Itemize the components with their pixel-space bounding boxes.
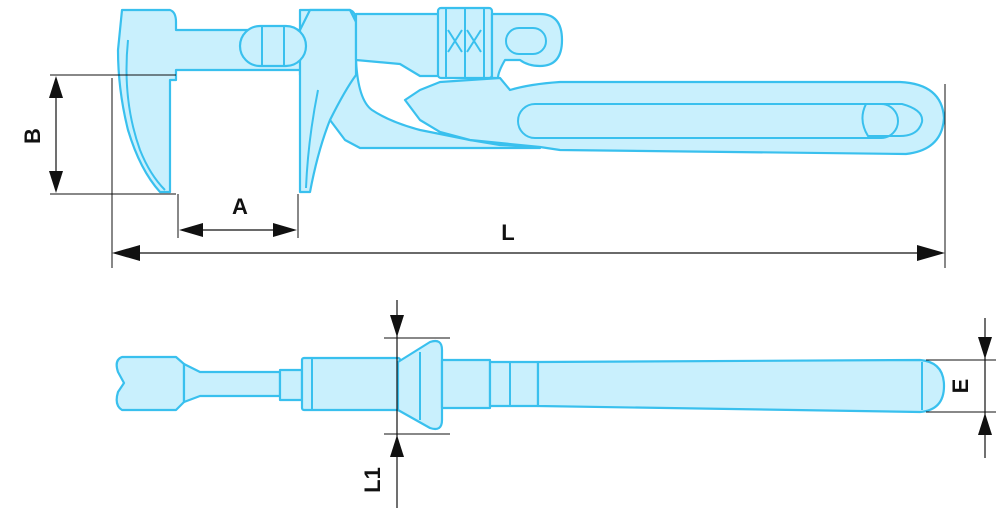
label-l1: L1	[360, 467, 385, 493]
label-l: L	[501, 220, 514, 245]
dimension-l: L	[111, 78, 946, 268]
handle-sleeve	[488, 360, 540, 408]
dimension-l1: L1	[360, 300, 450, 508]
hang-hole	[861, 103, 924, 137]
label-a: A	[232, 194, 248, 219]
dimension-e: E	[926, 318, 996, 458]
label-e: E	[948, 379, 973, 394]
handle-loop	[490, 12, 564, 80]
jaw-contour-line	[125, 39, 166, 191]
movable-jaw-contour-line	[305, 89, 319, 189]
body-section	[300, 356, 402, 412]
handle	[403, 76, 946, 156]
screw-barrel	[238, 24, 308, 68]
wrench-side-view	[116, 6, 946, 194]
wrench-top-view	[115, 339, 946, 431]
handle-groove	[517, 103, 899, 139]
adjusting-nut	[436, 6, 494, 80]
dimension-b: B	[20, 74, 176, 195]
jaw-tip	[115, 355, 186, 412]
label-b: B	[20, 128, 45, 144]
neck	[182, 362, 282, 404]
dimension-a: A	[177, 194, 299, 238]
movable-jaw	[298, 8, 358, 194]
handle-top	[536, 358, 946, 414]
collar	[440, 358, 492, 410]
upper-shank	[354, 12, 442, 78]
